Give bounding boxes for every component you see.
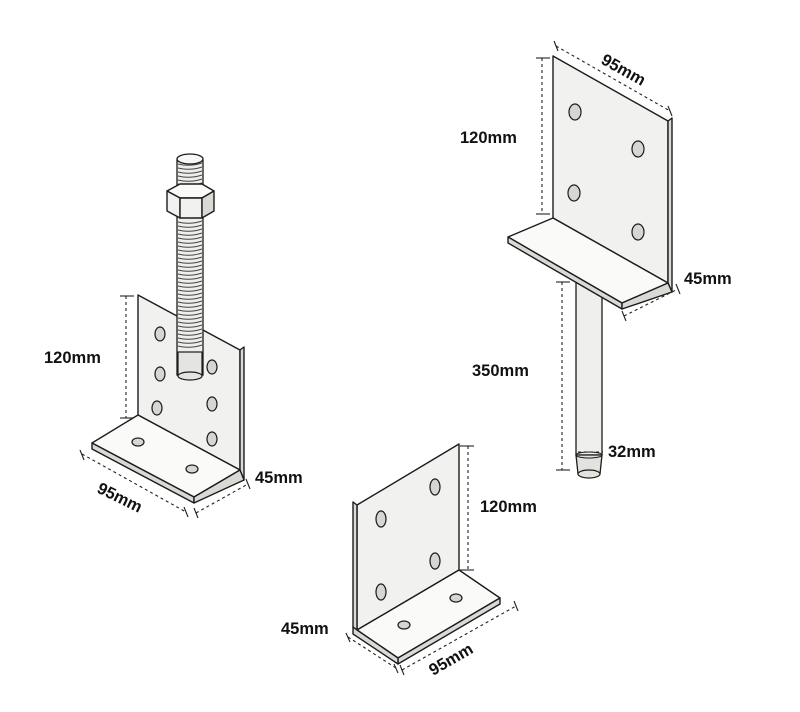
hole bbox=[375, 510, 387, 528]
hole bbox=[631, 223, 645, 241]
height-label: 120mm bbox=[460, 129, 517, 147]
bolt-thread bbox=[177, 178, 203, 182]
bolt-thread bbox=[177, 296, 203, 300]
spike-length-label: 350mm bbox=[472, 362, 529, 380]
bolt-thread bbox=[177, 340, 203, 344]
bolt-thread bbox=[177, 276, 203, 280]
hole bbox=[131, 437, 145, 447]
bracket-with-bolt: 120mm 95mm 45mm bbox=[44, 153, 303, 519]
bolt-thread bbox=[177, 292, 203, 296]
depth-label: 45mm bbox=[255, 469, 303, 487]
bolt-thread bbox=[177, 280, 203, 284]
bolt-thread bbox=[177, 162, 203, 166]
hole bbox=[151, 400, 163, 416]
bolt-thread bbox=[177, 268, 203, 272]
bolt-thread bbox=[177, 248, 203, 252]
bolt-thread bbox=[177, 300, 203, 304]
width-label: 95mm bbox=[598, 51, 648, 90]
bolt-thread bbox=[177, 264, 203, 268]
bracket-with-spike: 95mm 120mm 45mm 350mm 32mm bbox=[460, 40, 732, 479]
hole bbox=[206, 359, 218, 375]
hole bbox=[154, 326, 166, 342]
bolt-thread bbox=[177, 260, 203, 264]
bolt-thread bbox=[177, 344, 203, 348]
bolt-thread bbox=[177, 284, 203, 288]
bolt-thread bbox=[177, 256, 203, 260]
hole bbox=[449, 593, 463, 603]
hole bbox=[567, 184, 581, 202]
hole bbox=[154, 366, 166, 382]
bolt-thread bbox=[177, 272, 203, 276]
bolt-thread bbox=[177, 304, 203, 308]
bolt-thread bbox=[177, 332, 203, 336]
hole bbox=[568, 103, 582, 121]
bolt-thread bbox=[177, 224, 203, 228]
bolt-thread bbox=[177, 170, 203, 174]
bolt-thread bbox=[177, 308, 203, 312]
bolt-thread bbox=[177, 232, 203, 236]
bolt-thread bbox=[177, 336, 203, 340]
hole bbox=[375, 583, 387, 601]
hole bbox=[397, 620, 411, 630]
spike bbox=[575, 279, 603, 456]
bolt-thread bbox=[177, 236, 203, 240]
bolt-thread bbox=[177, 316, 203, 320]
height-label: 120mm bbox=[44, 349, 101, 367]
depth-label: 45mm bbox=[684, 270, 732, 288]
hole bbox=[206, 396, 218, 412]
bolt-thread bbox=[177, 312, 203, 316]
hole bbox=[631, 140, 645, 158]
bolt-thread bbox=[177, 166, 203, 170]
bolt-thread bbox=[177, 228, 203, 232]
bolt-thread bbox=[177, 252, 203, 256]
bolt-thread bbox=[177, 320, 203, 324]
bolt-thread bbox=[177, 288, 203, 292]
bolt-thread bbox=[177, 244, 203, 248]
bolt-thread bbox=[177, 220, 203, 224]
bolt-thread bbox=[177, 328, 203, 332]
hole bbox=[429, 478, 441, 496]
spike-diameter-label: 32mm bbox=[608, 443, 656, 461]
hole bbox=[206, 431, 218, 447]
bracket-plain: 120mm 45mm 95mm bbox=[281, 443, 537, 679]
bolt-thread bbox=[177, 324, 203, 328]
width-label: 95mm bbox=[94, 479, 145, 516]
bolt-thread bbox=[177, 240, 203, 244]
height-label: 120mm bbox=[480, 498, 537, 516]
bolt-thread bbox=[177, 174, 203, 178]
hole bbox=[185, 464, 199, 474]
width-label: 95mm bbox=[426, 640, 476, 679]
depth-label: 45mm bbox=[281, 620, 329, 638]
hole bbox=[429, 552, 441, 570]
